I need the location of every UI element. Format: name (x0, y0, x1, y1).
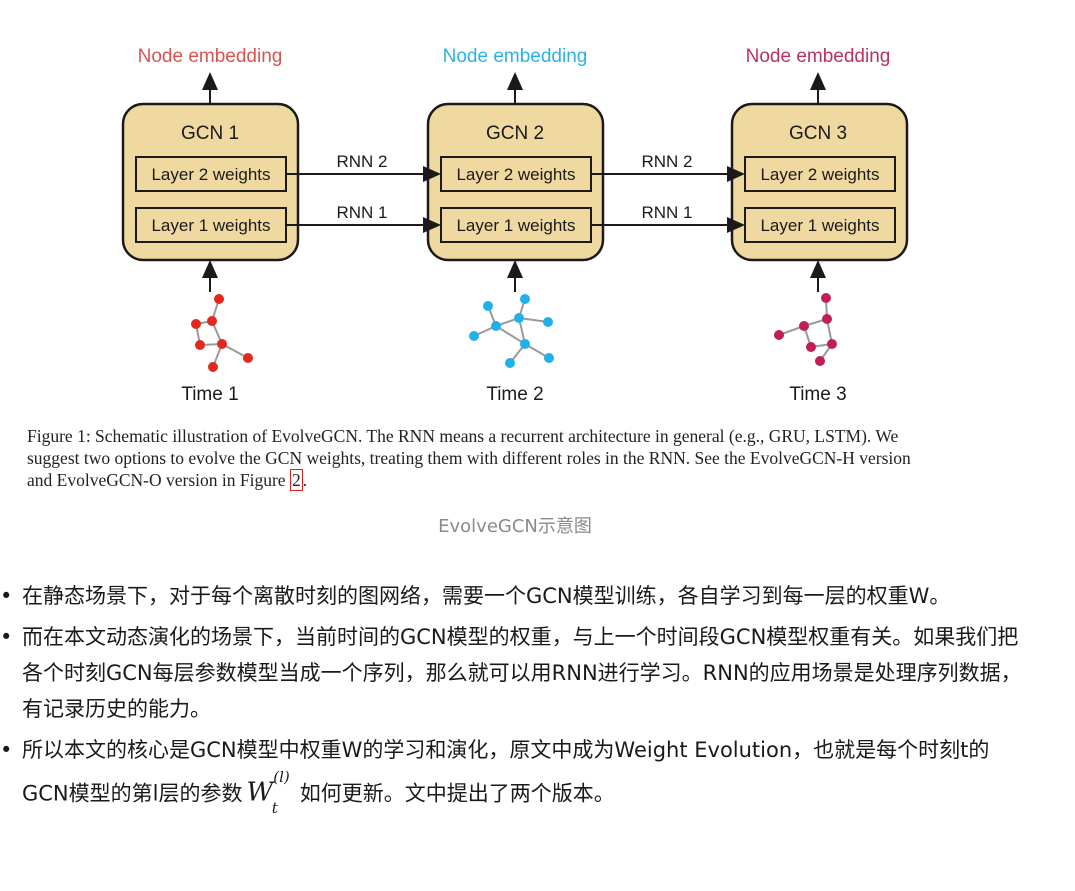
layer2-label-2: Layer 2 weights (456, 165, 575, 184)
time-label-1: Time 1 (181, 384, 238, 405)
node-embedding-label-1: Node embedding (138, 46, 283, 67)
gcn-title-2: GCN 2 (486, 123, 544, 144)
rnn1-label-2: RNN 1 (641, 203, 692, 222)
layer1-label-2: Layer 1 weights (456, 216, 575, 235)
list-item-text: 所以本文的核心是GCN模型中权重W的学习和演化，原文中成为Weight Evol… (22, 732, 1032, 820)
paper-caption-line-3-prefix: and EvolveGCN-O version in Figure (27, 470, 290, 490)
graph-time-2 (469, 294, 554, 368)
paper-caption-line-1: Figure 1: Schematic illustration of Evol… (27, 426, 899, 446)
figure-2-reference-link[interactable]: 2 (289, 469, 303, 491)
layer1-box-3 (744, 207, 896, 243)
list-item-text-after: 如何更新。文中提出了两个版本。 (299, 781, 615, 806)
math-base: W (246, 777, 274, 808)
list-item-text: 在静态场景下，对于每个离散时刻的图网络，需要一个GCN模型训练，各自学习到每一层… (22, 584, 951, 608)
layer1-box-1 (135, 207, 287, 243)
paper-caption-line-3: and EvolveGCN-O version in Figure 2. (27, 469, 1027, 491)
layer2-box-2 (440, 156, 592, 192)
figure-caption: EvolveGCN示意图 (438, 516, 592, 537)
list-item: • 所以本文的核心是GCN模型中权重W的学习和演化，原文中成为Weight Ev… (0, 732, 1060, 820)
rnn2-label-2: RNN 2 (641, 152, 692, 171)
list-item: • 在静态场景下，对于每个离散时刻的图网络，需要一个GCN模型训练，各自学习到每… (0, 578, 1060, 614)
layer2-label-1: Layer 2 weights (151, 165, 270, 184)
list-item: • 而在本文动态演化的场景下，当前时间的GCN模型的权重，与上一个时间段GCN模… (0, 619, 1060, 727)
gcn-title-1: GCN 1 (181, 123, 239, 144)
gcn-title-3: GCN 3 (789, 123, 847, 144)
layer1-label-1: Layer 1 weights (151, 216, 270, 235)
math-subscript: t (271, 798, 278, 817)
list-item-text-before: 所以本文的核心是GCN模型中权重W的学习和演化，原文中成为Weight Evol… (22, 738, 990, 806)
bullet-marker: • (0, 738, 13, 762)
rnn1-label-1: RNN 1 (336, 203, 387, 222)
node-embedding-label-2: Node embedding (443, 46, 588, 67)
list-item-text: 而在本文动态演化的场景下，当前时间的GCN模型的权重，与上一个时间段GCN模型权… (22, 625, 1022, 721)
layer2-label-3: Layer 2 weights (760, 165, 879, 184)
bullet-marker: • (0, 584, 13, 608)
math-superscript: (l) (273, 768, 290, 786)
evolvegcn-figure: Node embedding Node embedding Node embed… (121, 46, 909, 405)
time-label-3: Time 3 (789, 384, 846, 405)
bullet-list: • 在静态场景下，对于每个离散时刻的图网络，需要一个GCN模型训练，各自学习到每… (0, 578, 1060, 825)
math-weight-symbol: W(l) t (246, 768, 295, 820)
time-label-2: Time 2 (486, 384, 543, 405)
paper-figure-caption: Figure 1: Schematic illustration of Evol… (27, 425, 1027, 491)
layer1-box-2 (440, 207, 592, 243)
paper-caption-line-3-suffix: . (302, 470, 308, 490)
layer1-label-3: Layer 1 weights (760, 216, 879, 235)
graph-time-3 (774, 293, 837, 366)
node-embedding-label-3: Node embedding (746, 46, 891, 67)
layer2-box-1 (135, 156, 287, 192)
bullet-marker: • (0, 625, 13, 649)
rnn2-label-1: RNN 2 (336, 152, 387, 171)
paper-caption-line-2: suggest two options to evolve the GCN we… (27, 448, 911, 468)
layer2-box-3 (744, 156, 896, 192)
graph-time-1 (191, 294, 253, 372)
